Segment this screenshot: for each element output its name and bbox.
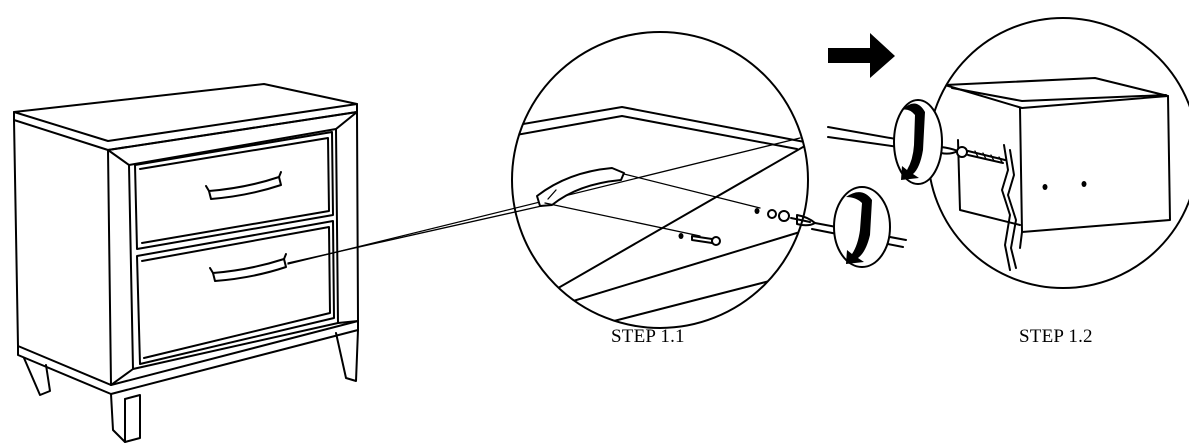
detail-circle-step-1-2	[827, 17, 1189, 289]
nightstand-illustration	[13, 83, 359, 443]
step-label: STEP 1.1	[611, 326, 685, 347]
clockwise-rotation-icon	[833, 186, 891, 268]
step-label: STEP 1.2	[1019, 326, 1093, 347]
arrow-right-icon	[828, 33, 895, 78]
clockwise-rotation-icon	[893, 99, 943, 185]
detail-circle-step-1-1	[511, 31, 907, 329]
